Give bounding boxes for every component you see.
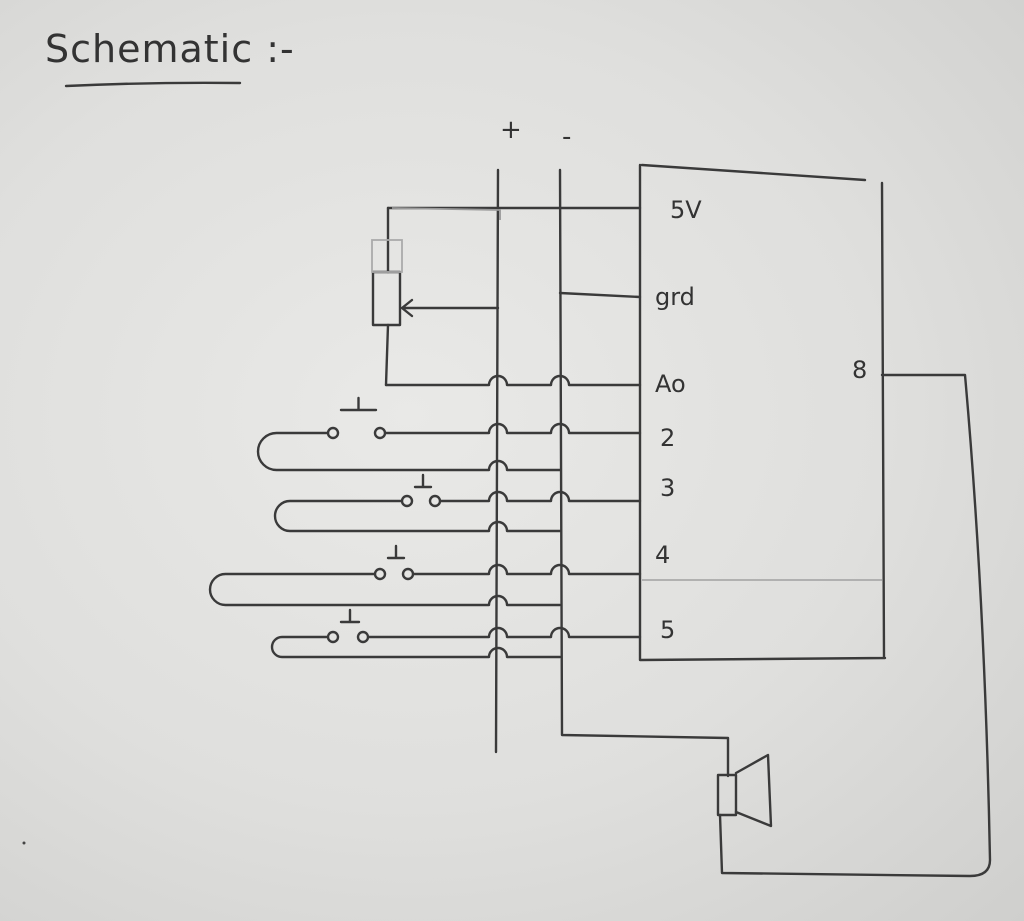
pin-3-label: 3 bbox=[660, 474, 675, 502]
pin-2-label: 2 bbox=[660, 424, 675, 452]
speaker-cone bbox=[734, 753, 773, 828]
pencil-dot bbox=[22, 841, 26, 845]
button-contact bbox=[373, 567, 387, 581]
negative-rail bbox=[558, 168, 730, 778]
pin-4-label: 4 bbox=[655, 541, 670, 569]
button-return-loop-pin-4 bbox=[208, 572, 562, 607]
negative-rail-label: - bbox=[562, 122, 571, 152]
title-underline bbox=[64, 81, 242, 88]
wire-pin-5 bbox=[367, 626, 642, 639]
button-contact bbox=[428, 494, 442, 508]
wire-5v-faint bbox=[391, 207, 501, 220]
potentiometer-faint-outline bbox=[371, 239, 403, 273]
button-contact bbox=[401, 567, 415, 581]
wire-pin-4 bbox=[412, 563, 642, 576]
button-contact bbox=[373, 426, 387, 440]
push-button-actuator bbox=[386, 544, 406, 560]
button-return-loop-pin-3 bbox=[273, 499, 562, 533]
pin-5-label: 5 bbox=[660, 616, 675, 644]
pot-leads bbox=[384, 206, 390, 387]
button-contact bbox=[356, 630, 370, 644]
wire-pin-2 bbox=[384, 422, 642, 435]
title: Schematic :- bbox=[45, 27, 295, 71]
potentiometer bbox=[371, 270, 402, 327]
positive-rail-label: + bbox=[500, 115, 522, 145]
wire-pin8-speaker bbox=[718, 373, 992, 878]
wire-a0 bbox=[384, 374, 642, 387]
push-button-actuator bbox=[339, 396, 378, 412]
push-button-actuator bbox=[339, 608, 361, 624]
button-contact bbox=[326, 426, 340, 440]
button-return-loop-pin-2 bbox=[256, 431, 562, 472]
pin-gnd-label: grd bbox=[655, 283, 695, 311]
button-return-loop-pin-5 bbox=[270, 635, 562, 659]
speaker-body bbox=[716, 773, 738, 817]
arduino-board bbox=[638, 163, 887, 662]
button-contact bbox=[326, 630, 340, 644]
button-contact bbox=[400, 494, 414, 508]
pin-5v-label: 5V bbox=[670, 196, 702, 224]
pin-a0-label: Ao bbox=[655, 370, 686, 398]
wire-gnd bbox=[558, 291, 642, 299]
pot-wiper-arrow bbox=[400, 298, 500, 318]
wire-pin-3 bbox=[439, 490, 642, 503]
push-button-actuator bbox=[413, 473, 433, 489]
pin-8-label: 8 bbox=[852, 356, 867, 384]
button-wiring bbox=[208, 374, 642, 659]
